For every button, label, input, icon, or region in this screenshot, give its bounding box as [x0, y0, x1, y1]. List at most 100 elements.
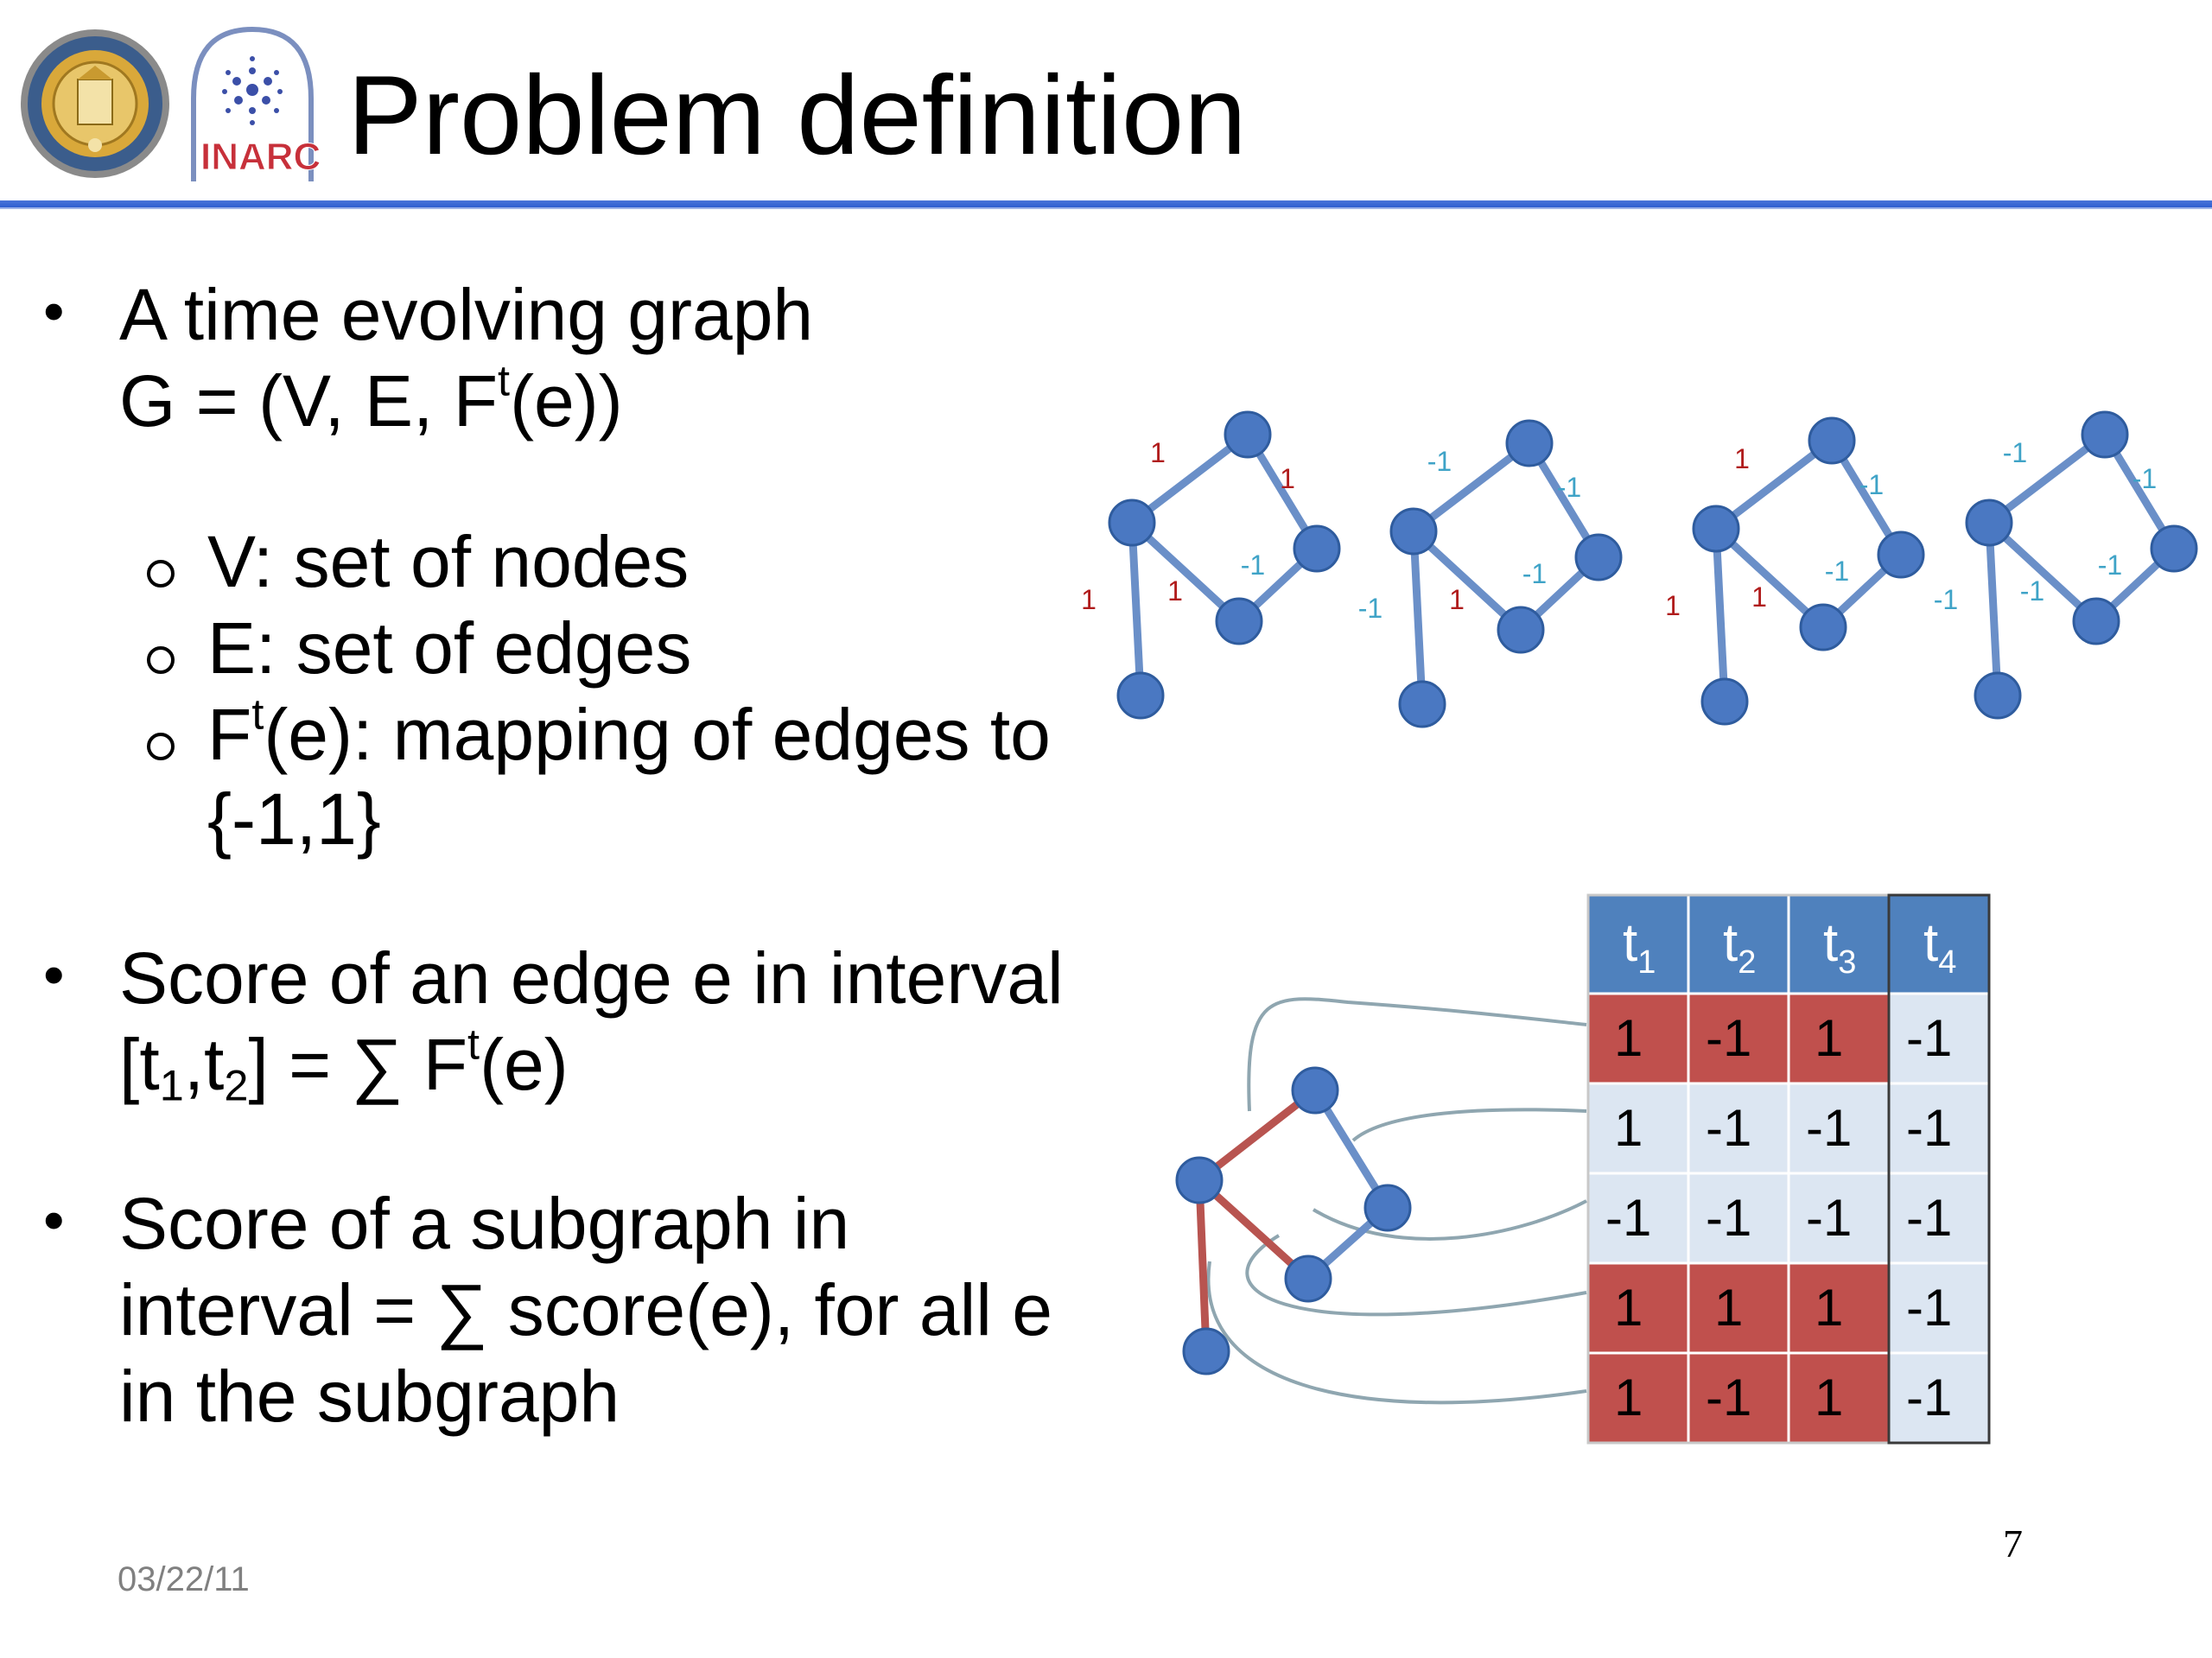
subgraph-node	[1182, 1327, 1230, 1375]
edge-score-d: (e)	[480, 1024, 569, 1105]
table-cell-value: -1	[1706, 1099, 1751, 1157]
subgraph-edge	[1195, 1176, 1313, 1283]
graph-edge	[1409, 439, 1534, 536]
table-cell	[1687, 1082, 1790, 1175]
graph-edge	[1985, 518, 2002, 700]
edge-score-a: [t	[119, 1024, 160, 1105]
graph-node	[1799, 603, 1847, 651]
sub-bullet-marker	[147, 646, 175, 674]
graph-edge	[1409, 527, 1427, 708]
subitem-mapping-line-2: {-1,1}	[207, 778, 381, 860]
mapping-sup: t	[251, 689, 264, 739]
table-cell-value: 1	[1614, 1369, 1643, 1426]
bullet-1-line-2: G = (V, E, Ft(e))	[119, 358, 623, 444]
table-cell-value: -1	[1906, 1009, 1952, 1067]
graph-node	[1692, 505, 1740, 553]
subgraph-node	[1363, 1184, 1412, 1232]
bullet-3-line-2: interval = ∑ score(e), for all e	[119, 1269, 1052, 1350]
table-header-label: t1	[1623, 913, 1656, 981]
mapping-pre: F	[207, 694, 252, 775]
table-header-cell	[1687, 893, 1790, 995]
page-number: 7	[2003, 1521, 2023, 1566]
graph-edge	[1128, 518, 1145, 700]
table-header-label: t3	[1823, 913, 1856, 981]
edge-weight-label: -1	[2020, 575, 2044, 607]
edge-weight-label: 1	[1150, 437, 1166, 468]
graph-node	[2072, 597, 2120, 645]
table-cell	[1887, 1261, 1991, 1355]
edge-score-sub-2: 2	[224, 1060, 249, 1110]
graph-node	[2150, 524, 2198, 573]
table-cell-value: 1	[1614, 1009, 1643, 1067]
edge-weight-label: -1	[1825, 556, 1849, 587]
mapping-post: (e): mapping of edges to	[264, 694, 1051, 775]
graph-node	[1497, 606, 1545, 654]
subitem-nodes: V: set of nodes	[207, 521, 690, 602]
table-cell-value: 1	[1614, 1279, 1643, 1337]
table-cell	[1687, 1261, 1790, 1355]
subgraph-node	[1291, 1066, 1339, 1115]
subgraph-edge	[1195, 1176, 1211, 1356]
edge-weight-label: 1	[1280, 463, 1295, 494]
edge-weight-label: 1	[1751, 581, 1767, 613]
graph-edge	[1712, 524, 1729, 706]
edge-weight-label: 1	[1734, 443, 1750, 474]
table-cell	[1586, 1351, 1690, 1445]
bullet-3-line-3: in the subgraph	[119, 1356, 620, 1437]
table-cell	[1887, 1172, 1991, 1265]
graph-node	[1974, 671, 2022, 720]
table-cell-value: 1	[1614, 1099, 1643, 1157]
edge-weight-label: -1	[2003, 437, 2027, 468]
table-cell-value: -1	[1906, 1099, 1952, 1157]
table-cell-value: -1	[1605, 1189, 1651, 1247]
graph-node	[1505, 419, 1554, 467]
graph-node	[1116, 671, 1165, 720]
bullet-2-line-1: Score of an edge e in interval	[119, 937, 1064, 1019]
table-cell	[1787, 1351, 1891, 1445]
graph-edge	[1985, 518, 2101, 626]
graph-edge	[1128, 430, 1252, 527]
graph-edge	[1985, 430, 2109, 527]
row-connector	[1245, 1234, 1587, 1317]
table-cell	[1586, 1172, 1690, 1265]
graph-snapshot-2: -1-1-1-11	[1358, 419, 1623, 728]
table-cell-value: -1	[1906, 1369, 1952, 1426]
edge-weight-label: -1	[1557, 472, 1581, 503]
table-cell	[1687, 1172, 1790, 1265]
graph-node	[1574, 533, 1623, 581]
sub-bullet-marker	[147, 733, 175, 760]
graph-node	[1398, 680, 1446, 728]
graph-node	[2081, 410, 2129, 459]
row-connector	[1247, 997, 1587, 1112]
table-cell-value: 1	[1714, 1279, 1743, 1337]
edge-weight-label: 1	[1665, 590, 1681, 621]
edge-weight-label: -1	[2133, 463, 2157, 494]
last-column-border	[1887, 893, 1991, 1445]
table-cell-value: -1	[1706, 1189, 1751, 1247]
table-cell-value: -1	[1806, 1099, 1852, 1157]
graph-snapshot-4: -1-1-1-1-1	[1934, 410, 2198, 720]
graph-node	[1215, 597, 1263, 645]
edge-weight-label: 1	[1081, 584, 1096, 615]
table-cell	[1787, 1082, 1891, 1175]
graph-node	[1293, 524, 1341, 573]
graph-node	[1108, 499, 1156, 547]
edge-score-c: ] = ∑ F	[248, 1024, 468, 1105]
table-cell-value: -1	[1906, 1279, 1952, 1337]
edge-weight-label: -1	[1358, 593, 1382, 624]
bullet-marker: •	[43, 1186, 65, 1254]
table-header-cell	[1586, 893, 1690, 995]
bullet-1-line-1: A time evolving graph	[119, 274, 814, 355]
row-connector	[1312, 1199, 1587, 1241]
graph-edge	[1712, 524, 1827, 632]
table-cell	[1787, 1261, 1891, 1355]
graph-edge	[1409, 527, 1525, 634]
graph-node	[1877, 530, 1925, 579]
graph-def-sup: t	[498, 355, 511, 405]
slide-title: Problem definition	[347, 52, 1247, 178]
row-connector	[1206, 1261, 1587, 1405]
subgraph-edge	[1195, 1086, 1319, 1185]
bullet-2-line-2: [t1,t2] = ∑ Ft(e)	[119, 1021, 569, 1108]
